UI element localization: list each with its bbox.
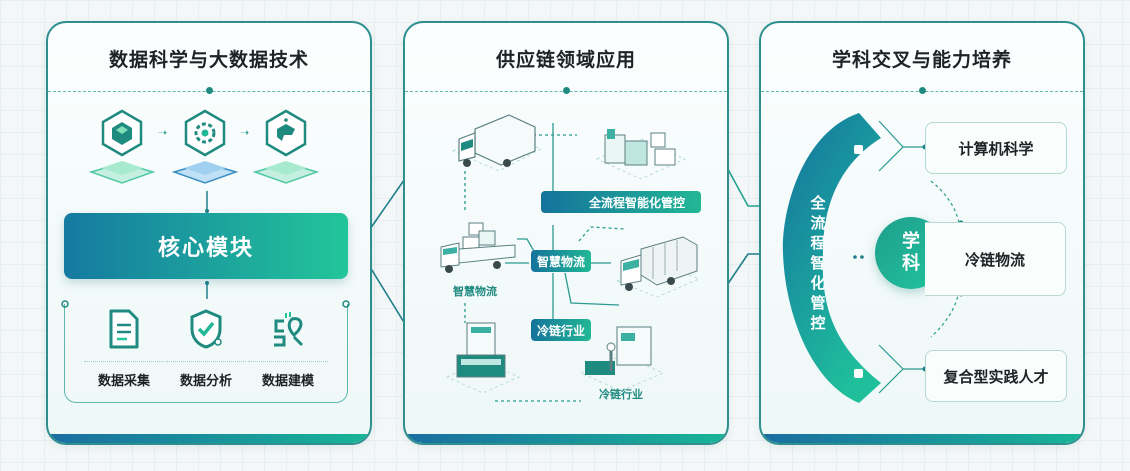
cold-storage-worker-icon xyxy=(579,326,665,392)
sub-items-frame xyxy=(64,304,348,403)
cold-chain-caption: 冷链行业 xyxy=(599,388,643,401)
sub-item-data-modeling: 数据建模 xyxy=(248,309,328,389)
layer-plate-icon xyxy=(252,161,320,184)
divider-dot xyxy=(206,87,213,94)
sub-item-data-analysis: 数据分析 xyxy=(166,309,246,389)
panel-bottom-bar xyxy=(405,434,727,443)
vertical-connector xyxy=(205,281,209,299)
panel-bottom-bar xyxy=(761,434,1083,443)
logistics-tag-label: 智慧物流 xyxy=(536,254,585,269)
panel-title: 学科交叉与能力培养 xyxy=(831,49,1012,71)
logistics-tag: 智慧物流 xyxy=(531,250,591,272)
divider-dot xyxy=(919,87,926,94)
layer-plate-icon xyxy=(171,161,239,184)
box-computer-science: 计算机科学 xyxy=(925,122,1067,174)
document-icon xyxy=(109,309,139,349)
circle-label-line: 学 xyxy=(902,231,920,252)
shield-check-icon xyxy=(190,309,222,349)
model-link-icon xyxy=(274,312,304,347)
control-tag-label: 全流程智能化管控 xyxy=(589,195,686,210)
panel-title: 供应链领域应用 xyxy=(495,49,636,71)
warehouse-icon xyxy=(595,129,687,180)
arrow-right-icon: ➝ xyxy=(158,126,168,139)
vertical-connector xyxy=(205,191,209,213)
data-cloud-icon xyxy=(265,109,307,157)
panel-supply-chain: 供应链领域应用 xyxy=(403,21,729,445)
panel-bottom-bar xyxy=(48,434,370,443)
server-building-icon xyxy=(445,322,521,394)
arrow-right-icon: ➝ xyxy=(240,126,250,139)
gear-icon xyxy=(184,109,226,157)
cube-icon xyxy=(101,109,143,157)
control-tag: 全流程智能化管控 xyxy=(541,191,701,213)
cold-chain-tag: 冷链行业 xyxy=(531,319,591,341)
cold-chain-tag-label: 冷链行业 xyxy=(536,323,585,338)
truck-icon xyxy=(451,114,543,172)
sub-item-label: 数据建模 xyxy=(248,361,328,389)
frame-endpoint-dot xyxy=(61,300,69,308)
container-truck-icon xyxy=(615,236,701,298)
layer-plate-icon xyxy=(88,161,156,184)
arc-band xyxy=(782,113,964,403)
core-module-banner: 核心模块 xyxy=(64,213,348,279)
panel-title: 数据科学与大数据技术 xyxy=(108,49,309,71)
circle-label-line: 科 xyxy=(902,253,920,274)
frame-endpoint-dot xyxy=(342,300,350,308)
box-practical-talent: 复合型实践人才 xyxy=(925,350,1067,402)
logistics-caption: 智慧物流 xyxy=(453,285,497,298)
arc-label: 全流程智化管控 xyxy=(810,194,826,332)
divider-dot xyxy=(563,87,570,94)
box-cold-chain-logistics: 冷链物流 xyxy=(925,222,1066,296)
cargo-truck-icon xyxy=(440,222,516,273)
sub-item-data-collection: 数据采集 xyxy=(84,309,164,389)
sub-item-label: 数据采集 xyxy=(84,361,164,389)
sub-item-label: 数据分析 xyxy=(166,361,246,389)
panel-data-science: 数据科学与大数据技术 ➝ ➝ 核心模块 xyxy=(46,21,372,445)
panel-interdisciplinary: 学科交叉与能力培养 全流程智化管控 学 科 xyxy=(759,21,1085,445)
